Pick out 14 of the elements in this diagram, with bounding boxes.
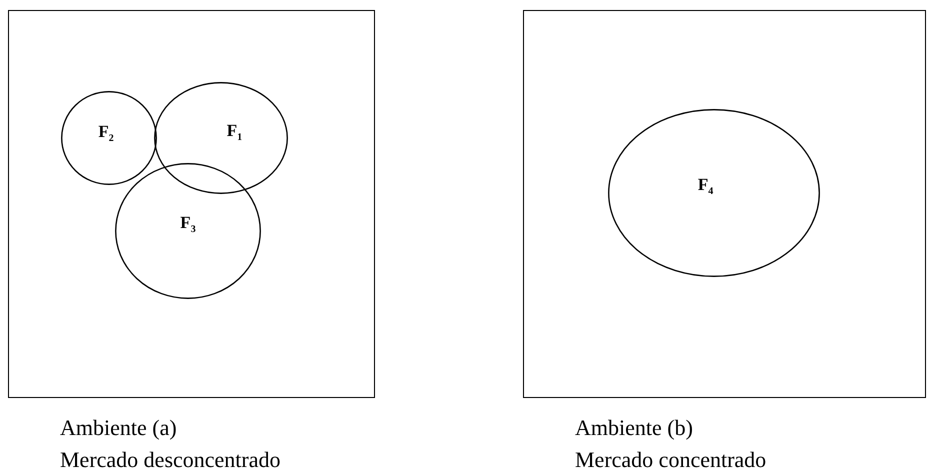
- firm-label: F$_{1}$: [226, 121, 242, 144]
- firm-circle: [154, 82, 288, 194]
- firm-label: F$_{3}$: [180, 213, 196, 236]
- environment-frame: [8, 10, 375, 398]
- firm-circle: [608, 109, 820, 277]
- caption-text: Ambiente (a): [60, 414, 177, 442]
- firm-circle: [61, 91, 157, 185]
- caption-text: Ambiente (b): [575, 414, 693, 442]
- firm-circle: [115, 163, 261, 299]
- caption-text: Mercado concentrado: [575, 446, 766, 474]
- firm-label: F$_{2}$: [98, 122, 114, 144]
- firm-label: F$_{4}$: [698, 175, 714, 198]
- environment-frame: [523, 10, 926, 398]
- caption-text: Mercado desconcentrado: [60, 446, 281, 474]
